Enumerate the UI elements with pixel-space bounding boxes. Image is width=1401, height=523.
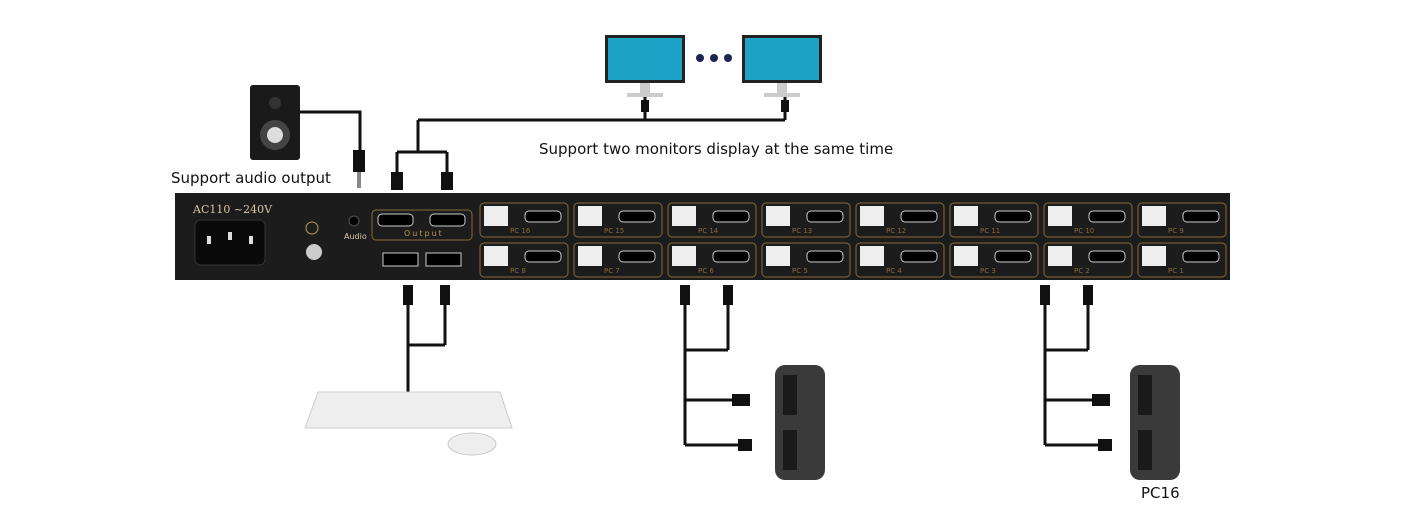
port-label: PC 14 [698,227,719,235]
port-label: PC 7 [604,267,620,275]
port-group [479,202,569,238]
port-group [949,242,1039,278]
port-group [573,202,663,238]
cable-connectors [403,285,1112,451]
pc-caption: PC16 [1141,484,1180,502]
port-label: PC 9 [1168,227,1184,235]
port-group [855,202,945,238]
port-label: PC 3 [980,267,996,275]
port-group [761,242,851,278]
port-label: PC 2 [1074,267,1090,275]
keyboard-mouse-cables [406,305,1098,447]
port-group [573,242,663,278]
port-group [667,242,757,278]
port-group [667,202,757,238]
port-group [1043,242,1133,278]
port-label: PC 11 [980,227,1001,235]
pc-tower-1 [775,365,825,480]
ellipsis-dots [696,54,732,62]
port-label: PC 6 [698,267,714,275]
mouse [447,432,497,456]
port-label: PC 8 [510,267,526,275]
port-label: PC 4 [886,267,902,275]
monitor-2 [742,35,822,97]
monitor-1 [605,35,685,97]
speaker [250,85,300,160]
output-label: Output [404,229,444,238]
port-group [1137,242,1227,278]
port-label: PC 5 [792,267,808,275]
audio-caption: Support audio output [171,169,331,187]
pc-tower-16 [1130,365,1180,480]
port-group [949,202,1039,238]
port-group [479,242,569,278]
port-label: PC 12 [886,227,907,235]
port-label: PC 15 [604,227,625,235]
monitors-caption: Support two monitors display at the same… [539,140,894,158]
power-label: AC110 ~240V [193,203,273,216]
port-group [855,242,945,278]
port-group [1137,202,1227,238]
port-group [1043,202,1133,238]
port-label: PC 16 [510,227,531,235]
port-group [761,202,851,238]
port-label: PC 1 [1168,267,1184,275]
port-label: PC 10 [1074,227,1095,235]
audio-label: Audio [344,232,367,241]
port-label: PC 13 [792,227,813,235]
keyboard [304,391,513,429]
hdmi-output-cables [395,97,787,172]
